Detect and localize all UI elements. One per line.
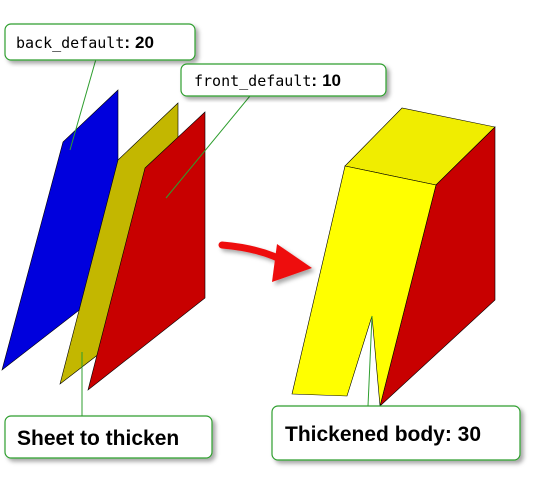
front-default-sep: : [311, 71, 317, 90]
svg-text:back_default:20: back_default:20 [16, 33, 154, 52]
back-default-sep: : [124, 33, 130, 52]
back-default-key: back_default [16, 34, 124, 52]
callout-sheet-to-thicken: Sheet to thicken [4, 415, 213, 459]
callout-thickened-body: Thickened body: 30 [271, 405, 521, 461]
thickened-body-label: Thickened body: 30 [285, 423, 481, 446]
front-default-value: 10 [322, 71, 341, 90]
thickened-body [291, 107, 496, 407]
callout-back-default: back_default:20 [4, 23, 196, 61]
right-arrow-icon [218, 241, 312, 282]
front-sheet-red [87, 111, 206, 391]
back-default-value: 20 [135, 33, 154, 52]
sheet-to-thicken-label: Sheet to thicken [17, 427, 179, 450]
svg-text:front_default:10: front_default:10 [194, 71, 341, 90]
front-default-key: front_default [194, 72, 311, 90]
callout-front-default: front_default:10 [180, 63, 387, 97]
input-sheets [1, 89, 206, 391]
